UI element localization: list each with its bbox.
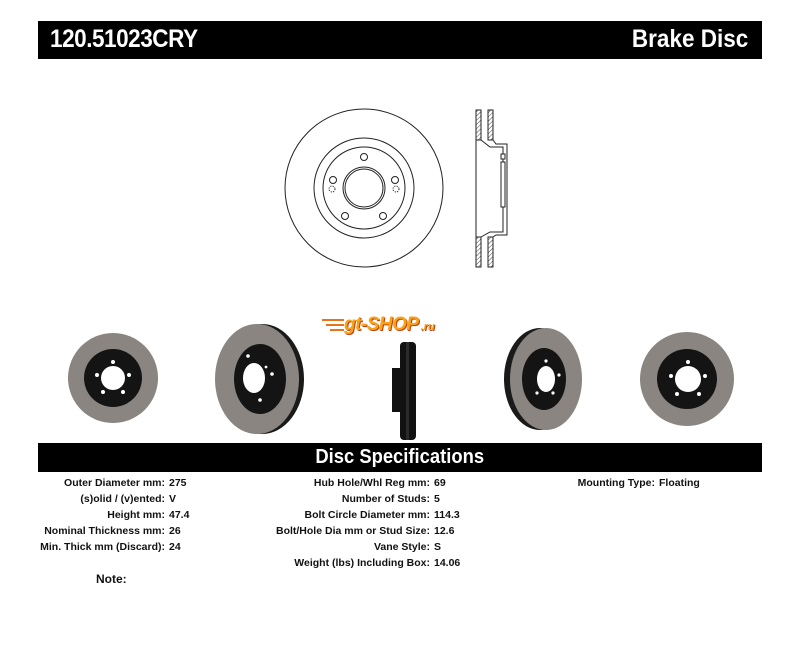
hat-edge bbox=[313, 137, 415, 239]
rotor-photo-front bbox=[68, 333, 158, 423]
section-plate bbox=[487, 109, 494, 141]
header-bar: 120.51023CRY Brake Disc bbox=[38, 21, 762, 59]
spec-label: Hub Hole/Whl Reg mm: bbox=[313, 477, 430, 489]
section-plate bbox=[475, 109, 482, 141]
specs-column-1: Outer Diameter mm: 275 (s)olid / (v)ented… bbox=[40, 475, 260, 555]
bolt-hole bbox=[329, 176, 337, 184]
rotor-photo-edge bbox=[392, 342, 416, 440]
specs-column-3: Mounting Type: Floating bbox=[570, 475, 760, 491]
locator-hole bbox=[328, 185, 336, 193]
specs-title: Disc Specifications bbox=[315, 446, 485, 468]
brake-disc-photo-icon bbox=[504, 328, 582, 430]
spec-label: Bolt/Hole Dia mm or Stud Size: bbox=[275, 525, 430, 537]
spec-value: 69 bbox=[434, 477, 446, 489]
spec-row: Vane Style: S bbox=[262, 539, 552, 555]
logo-domain: .ru bbox=[420, 321, 435, 333]
spec-label: Nominal Thickness mm: bbox=[44, 525, 165, 537]
brake-disc-photo-icon bbox=[68, 333, 158, 423]
section-hat-inner bbox=[480, 139, 504, 238]
spec-value: Floating bbox=[659, 477, 700, 489]
section-plate bbox=[487, 236, 494, 268]
spec-value: 5 bbox=[434, 493, 440, 505]
spec-label: Mounting Type: bbox=[577, 477, 655, 489]
spec-value: 114.3 bbox=[434, 509, 460, 521]
spec-value: V bbox=[169, 493, 177, 505]
spec-label: (s)olid / (v)ented: bbox=[80, 493, 165, 505]
spec-value: 24 bbox=[169, 541, 181, 553]
specs-header-bar: Disc Specifications bbox=[38, 443, 762, 472]
spec-row: Bolt Circle Diameter mm: 114.3 bbox=[262, 507, 552, 523]
specs-column-2: Hub Hole/Whl Reg mm: 69 Number of Studs: 5… bbox=[262, 475, 552, 571]
spec-label: Outer Diameter mm: bbox=[64, 477, 165, 489]
section-slot bbox=[500, 153, 506, 160]
spec-value: 47.4 bbox=[169, 509, 190, 521]
bolt-hole bbox=[341, 212, 349, 220]
spec-value: 14.06 bbox=[434, 557, 461, 569]
brake-disc-front-drawing-icon bbox=[284, 108, 444, 268]
spec-row: Weight (lbs) Including Box: 14.06 bbox=[262, 555, 552, 571]
brake-disc-photo-icon bbox=[640, 332, 734, 426]
gt-shop-logo: gt-SHOP.ru bbox=[322, 311, 482, 339]
spec-row: Hub Hole/Whl Reg mm: 69 bbox=[262, 475, 552, 491]
section-plate bbox=[475, 236, 482, 268]
product-type: Brake Disc bbox=[631, 25, 748, 53]
rotor-photo-front-2 bbox=[640, 332, 734, 426]
spec-row: Number of Studs: 5 bbox=[262, 491, 552, 507]
spec-label: Min. Thick mm (Discard): bbox=[40, 541, 165, 553]
spec-row: Bolt/Hole Dia mm or Stud Size: 12.6 bbox=[262, 523, 552, 539]
spec-row: Height mm: 47.4 bbox=[40, 507, 260, 523]
spec-label: Vane Style: bbox=[373, 541, 430, 553]
spec-row: Nominal Thickness mm: 26 bbox=[40, 523, 260, 539]
bolt-hole bbox=[360, 153, 368, 161]
hub-hole-inner bbox=[344, 168, 384, 208]
spec-label: Number of Studs: bbox=[341, 493, 430, 505]
bolt-hole bbox=[391, 176, 399, 184]
spec-row: Outer Diameter mm: 275 bbox=[40, 475, 260, 491]
hat-inner bbox=[322, 146, 406, 230]
part-number: 120.51023CRY bbox=[50, 25, 198, 53]
speed-lines-icon bbox=[322, 319, 344, 331]
rotor-photo-angled-left bbox=[215, 324, 304, 434]
brake-disc-section-drawing-icon bbox=[475, 109, 508, 268]
spec-label: Height mm: bbox=[107, 509, 165, 521]
logo-text: gt-SHOP bbox=[344, 314, 419, 335]
spec-row: Min. Thick mm (Discard): 24 bbox=[40, 539, 260, 555]
brake-disc-photo-icon bbox=[215, 324, 304, 434]
section-hat-outer bbox=[492, 139, 508, 238]
spec-value: 26 bbox=[169, 525, 181, 537]
note-label: Note: bbox=[96, 572, 127, 586]
hub-hole-outer bbox=[342, 166, 386, 210]
spec-label: Bolt Circle Diameter mm: bbox=[304, 509, 430, 521]
spec-value: 275 bbox=[169, 477, 187, 489]
bolt-hole bbox=[379, 212, 387, 220]
spec-value: S bbox=[434, 541, 442, 553]
locator-hole bbox=[392, 185, 400, 193]
section-slot bbox=[500, 161, 506, 208]
brake-disc-photo-icon bbox=[392, 342, 416, 440]
spec-row: Mounting Type: Floating bbox=[570, 475, 760, 491]
outer-edge bbox=[284, 108, 444, 268]
technical-drawing bbox=[284, 108, 508, 268]
spec-row: (s)olid / (v)ented: V bbox=[40, 491, 260, 507]
spec-label: Weight (lbs) Including Box: bbox=[294, 557, 430, 569]
spec-value: 12.6 bbox=[434, 525, 455, 537]
rotor-photo-angled-right bbox=[504, 328, 582, 430]
